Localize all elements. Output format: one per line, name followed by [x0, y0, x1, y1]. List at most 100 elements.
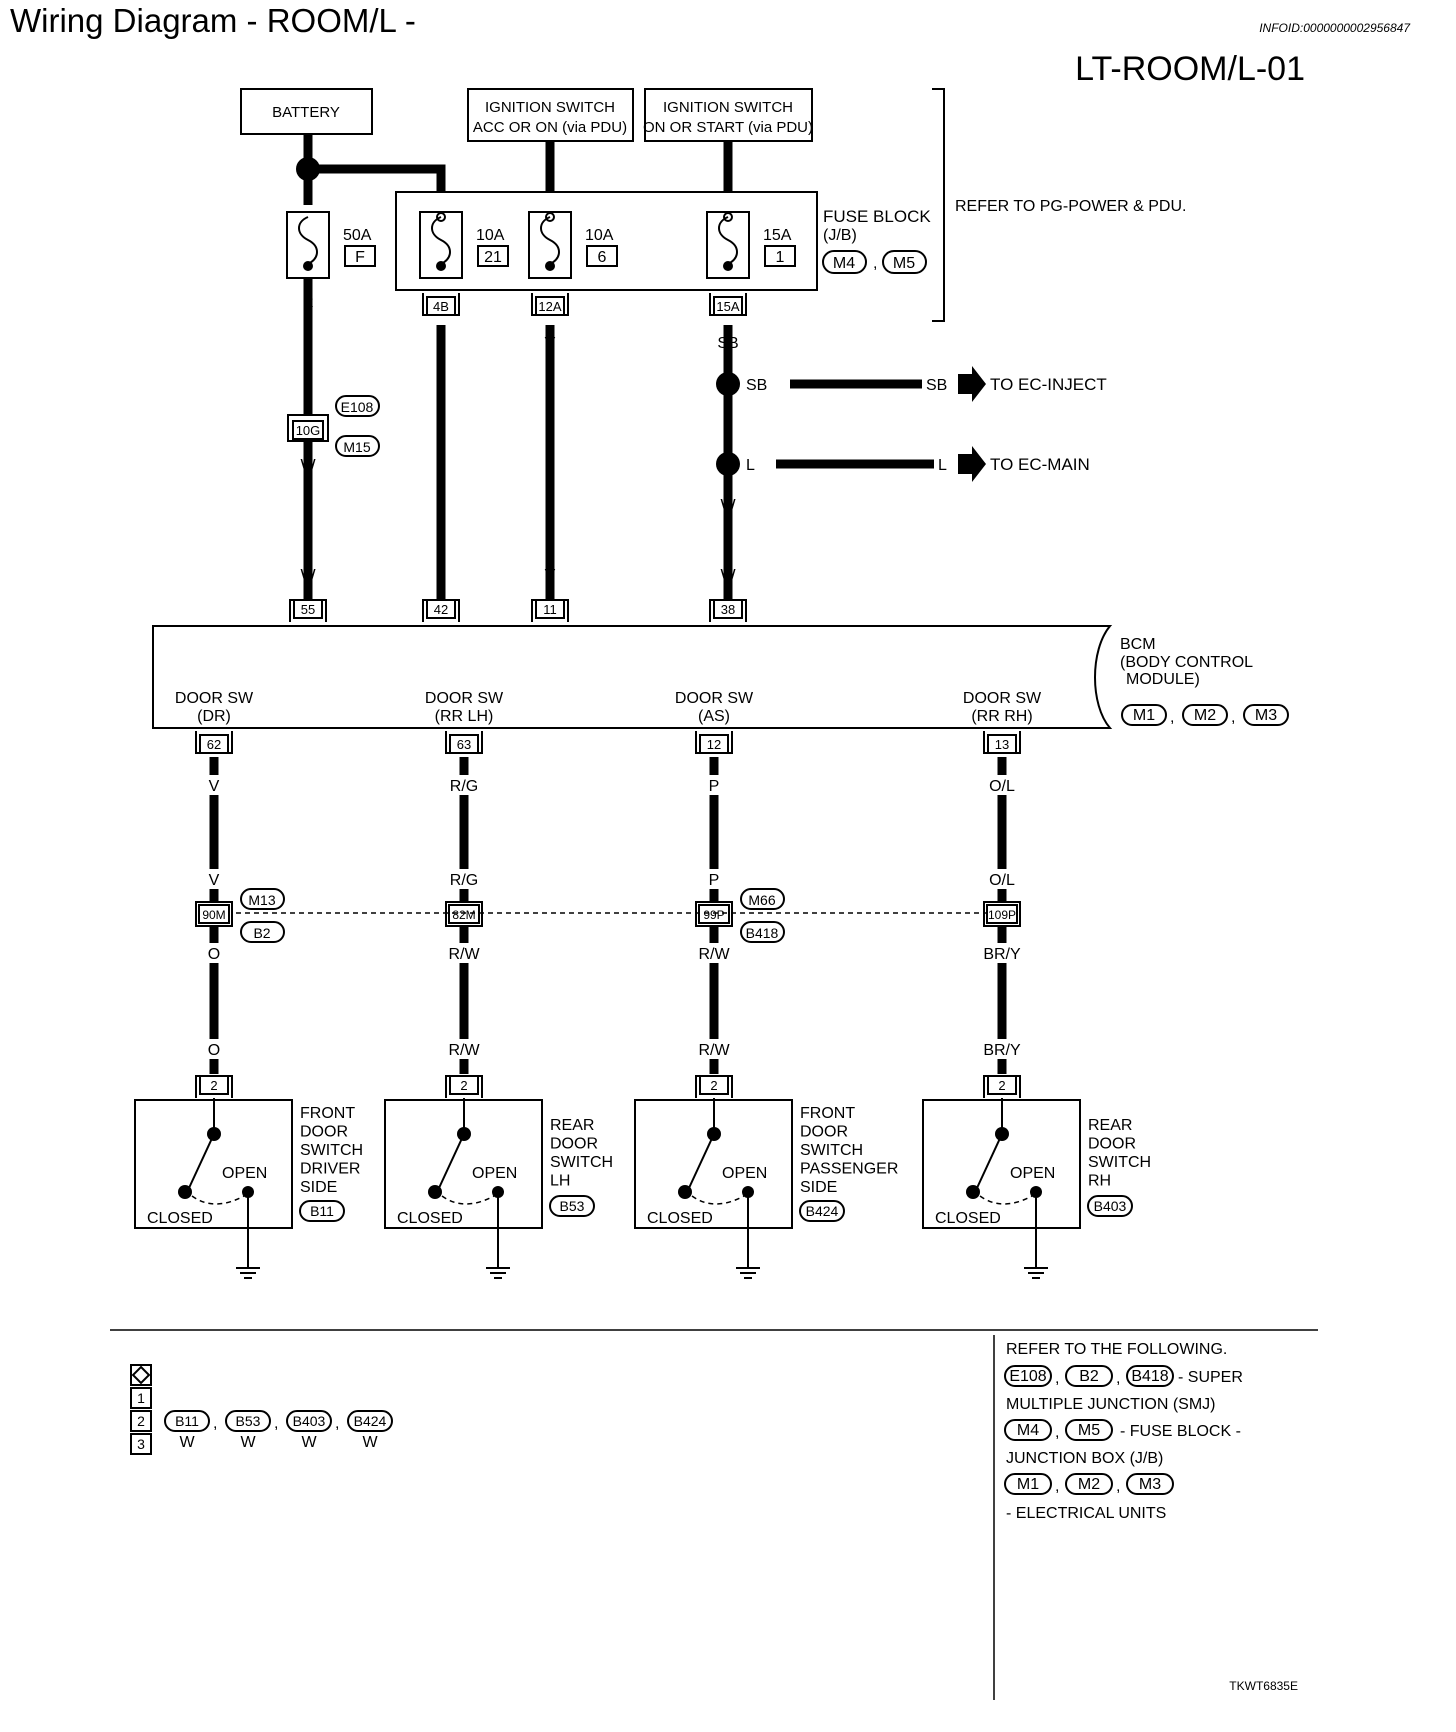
- refer-pg-power: REFER TO PG-POWER & PDU.: [955, 198, 1186, 215]
- conn-m4-label: M4: [833, 255, 855, 272]
- junction-90m: 90M: [195, 901, 233, 927]
- conn-b418-label: B418: [746, 925, 779, 941]
- refer-jb-m4-label: M4: [1017, 1422, 1039, 1439]
- open-label: OPEN: [222, 1165, 267, 1182]
- fuse-10a-1: 10A 21 4B: [419, 211, 509, 316]
- conn-bubble-m13: [240, 888, 285, 910]
- fuse-num-box-3: [764, 245, 796, 267]
- page-title: Wiring Diagram - ROOM/L -: [10, 2, 416, 39]
- legend-row-2: 2: [137, 1413, 145, 1429]
- switch-label-line: FRONT: [800, 1105, 855, 1122]
- bcm-pin-38-pin: 38: [721, 602, 735, 617]
- switch-label-line: RH: [1088, 1173, 1111, 1190]
- conn-b2-label: B2: [253, 925, 270, 941]
- page-code: LT-ROOM/L-01: [1075, 50, 1305, 88]
- wire-color-3: O: [208, 946, 220, 963]
- wire-r-label: R: [302, 294, 314, 311]
- wire-color-1: O/L: [989, 778, 1015, 795]
- fuse-block-label-1: FUSE BLOCK: [823, 207, 931, 226]
- wire-color-4: R/W: [698, 1042, 730, 1059]
- fuse-num-2: 6: [598, 249, 607, 266]
- conn-bubble-m15: [335, 435, 380, 457]
- wire-color-1: V: [209, 778, 220, 795]
- door-circuit-b11: DOOR SW(DR)62VV90MOO2OPENCLOSEDFRONTDOOR…: [134, 690, 363, 1279]
- door-sw-sub: (RR RH): [971, 708, 1032, 725]
- wire-color-2: P: [709, 872, 720, 889]
- refer-smj-b2-bubble: [1065, 1365, 1113, 1387]
- bcm-pin-63-pin: 63: [457, 737, 471, 752]
- bcm-pin-63: 63: [445, 731, 483, 754]
- to-ec-main: TO EC-MAIN: [990, 455, 1090, 474]
- fuse-term-4b: 4B: [422, 293, 460, 316]
- door-sw-name: DOOR SW: [963, 690, 1042, 707]
- bcm-in-wire-38: W: [720, 567, 736, 584]
- battery-label: BATTERY: [272, 104, 340, 121]
- fuse-amp-1: 10A: [476, 227, 505, 244]
- wire-color-4: R/W: [448, 1042, 480, 1059]
- ignition-acc-box: [467, 88, 634, 142]
- bcm-body: [152, 625, 1113, 729]
- wire-l-label: L: [724, 415, 733, 432]
- comma: ,: [1116, 1370, 1120, 1387]
- ignition-on-label-1: IGNITION SWITCH: [663, 99, 793, 116]
- bcm-pin-55-pin: 55: [301, 602, 315, 617]
- junction-pin: 90M: [202, 908, 225, 922]
- fuse-block-label-2: (J/B): [823, 227, 857, 244]
- comma: ,: [1055, 1424, 1059, 1441]
- wire-w-label-1: W: [300, 457, 316, 474]
- junction-pin: 99P: [703, 908, 724, 922]
- door-circuit-b53: DOOR SW(RR LH)63R/GR/G82MR/WR/W2OPENCLOS…: [384, 690, 613, 1279]
- legend-wire-color: W: [240, 1434, 256, 1451]
- ignition-acc-label-2: ACC OR ON (via PDU): [473, 119, 627, 136]
- conn-bubble-e108: [335, 395, 380, 417]
- conn-b424-bubble: [799, 1200, 845, 1222]
- refer-jb-m4-bubble: [1004, 1419, 1052, 1441]
- fuse-num-1: 21: [484, 249, 502, 266]
- open-label: OPEN: [1010, 1165, 1055, 1182]
- connector-legend: 1 2 3: [130, 1364, 152, 1455]
- to-ec-inject: TO EC-INJECT: [990, 375, 1107, 394]
- conn-b53-label: B53: [560, 1198, 585, 1214]
- bcm-label-2: (BODY CONTROL: [1120, 654, 1253, 671]
- wire-w-label-ign: W: [720, 497, 736, 514]
- wire-p-label: P: [436, 335, 447, 352]
- legend-conn-b424-label: B424: [354, 1413, 387, 1429]
- legend-wire-color: W: [301, 1434, 317, 1451]
- legend-conn-b424-bubble: [347, 1410, 393, 1432]
- refer-eu-m3-label: M3: [1139, 1476, 1161, 1493]
- comma: ,: [1055, 1370, 1059, 1387]
- conn-b424-label: B424: [806, 1203, 839, 1219]
- conn-b11-bubble: [299, 1200, 345, 1222]
- junction-99p: 99P: [695, 901, 733, 927]
- closed-label: CLOSED: [647, 1210, 713, 1227]
- bcm-label-3: MODULE): [1126, 671, 1200, 688]
- arrow-ec-main-icon: [958, 446, 986, 482]
- conn-bubble-m5: [882, 250, 927, 274]
- splice-l-in: L: [746, 457, 755, 474]
- conn-m1-bubble: [1121, 704, 1167, 726]
- comma: ,: [1231, 709, 1235, 726]
- wire-color-2: R/G: [450, 872, 478, 889]
- conn-m3-label: M3: [1255, 707, 1277, 724]
- refer-smj-2: MULTIPLE JUNCTION (SMJ): [1006, 1396, 1215, 1413]
- comma: ,: [213, 1415, 217, 1432]
- fuse-term-15a: 15A: [709, 293, 747, 316]
- legend-wire-color: W: [362, 1434, 378, 1451]
- switch-label-line: SIDE: [300, 1179, 337, 1196]
- comma: ,: [1055, 1478, 1059, 1495]
- switch-label-line: PASSENGER: [800, 1161, 898, 1178]
- conn-m2-bubble: [1182, 704, 1228, 726]
- conn-m1-label: M1: [1133, 707, 1155, 724]
- refer-smj-e108-bubble: [1004, 1365, 1052, 1387]
- fuse-num-0: F: [355, 249, 365, 266]
- switch-label-line: SWITCH: [550, 1154, 613, 1171]
- conn-bubble-m4: [822, 250, 867, 274]
- fuse-num-box-1: [477, 245, 509, 267]
- switch-pin: 2: [445, 1075, 483, 1098]
- conn-m66-label: M66: [748, 892, 775, 908]
- refer-jb-m5-bubble: [1065, 1419, 1113, 1441]
- wire-color-3: BR/Y: [983, 946, 1021, 963]
- ignition-on-label-2: ON OR START (via PDU): [643, 119, 813, 136]
